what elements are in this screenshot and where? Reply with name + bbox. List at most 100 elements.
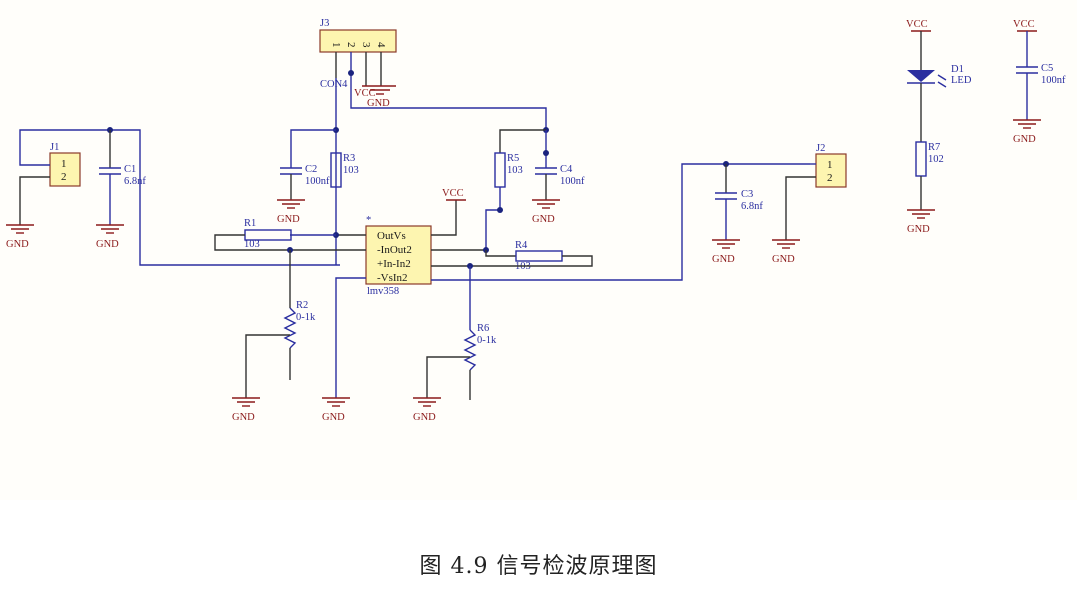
- r3-ref: R3: [343, 153, 355, 164]
- gnd-label: GND: [532, 214, 555, 225]
- ground-icon: GND: [532, 199, 560, 225]
- r4-resistor: R4 103: [515, 240, 563, 272]
- r1-value: 103: [244, 239, 260, 250]
- ground-icon: GND: [1013, 119, 1041, 145]
- j2-connector: J2 1 2: [815, 143, 847, 188]
- ground-icon: GND: [322, 397, 350, 423]
- j3-ref: J3: [320, 18, 329, 29]
- r7-resistor: R7 102: [915, 141, 944, 177]
- gnd-label: GND: [277, 214, 300, 225]
- c5-ref: C5: [1041, 63, 1053, 74]
- j3-gnd-label: GND: [367, 98, 390, 109]
- j1-pin2: 2: [61, 171, 67, 183]
- wire-r2-wiper: [245, 334, 290, 398]
- wire-j2-pin2: [785, 176, 816, 240]
- ground-icon: GND: [6, 224, 34, 250]
- c2-capacitor: C2 100nf: [280, 164, 330, 200]
- opamp-value: lmv358: [367, 286, 399, 297]
- j2-body: [815, 153, 847, 188]
- wire-opamp-vcc: [431, 200, 457, 236]
- junction: [543, 150, 549, 156]
- ground-icon: GND: [907, 209, 935, 235]
- ground-icon: GND: [277, 199, 305, 225]
- opamp-marker: *: [366, 215, 371, 226]
- c1-ref: C1: [124, 164, 136, 175]
- c4-ref: C4: [560, 164, 573, 175]
- wire-opamp-gnd: [335, 277, 366, 398]
- c5-capacitor: C5 100nf: [1016, 31, 1066, 120]
- r6-value: 0-1k: [477, 335, 497, 346]
- r5-ref: R5: [507, 153, 519, 164]
- c2-ref: C2: [305, 164, 317, 175]
- figure-caption: 图 4.9 信号检波原理图: [419, 554, 658, 579]
- opamp-lmv358: * OutVs -InOut2 +In-In2 -VsIn2 lmv358: [365, 215, 432, 297]
- opamp-body: [365, 225, 432, 285]
- j3-pin4: 4: [375, 42, 387, 48]
- gnd-label: GND: [232, 412, 255, 423]
- c5-vcc-label: VCC: [1013, 19, 1035, 30]
- gnd-label: GND: [772, 254, 795, 265]
- wire-j1-pin1: [19, 129, 340, 266]
- j1-connector: J1 1 2: [49, 142, 81, 187]
- j3-body: [319, 29, 397, 53]
- r5-value: 103: [507, 165, 523, 176]
- ground-icon: GND: [712, 239, 740, 265]
- wire-r6-wiper: [426, 356, 470, 398]
- r2-potentiometer: R2 0-1k: [283, 300, 316, 349]
- led-triangle-icon: [907, 70, 935, 82]
- j1-body: [49, 152, 81, 187]
- gnd-label: GND: [712, 254, 735, 265]
- ground-symbols: GND GND GND GND GND GND GND GND GND GND GND: [6, 119, 1041, 423]
- r1-ref: R1: [244, 218, 256, 229]
- gnd-label: GND: [322, 412, 345, 423]
- c4-value: 100nf: [560, 176, 585, 187]
- r6-ref: R6: [477, 323, 489, 334]
- c4-capacitor: C4 100nf: [535, 164, 585, 200]
- wire-j3-pin2: [350, 52, 547, 130]
- gnd-label: GND: [907, 224, 930, 235]
- d1-ref: D1: [951, 64, 964, 75]
- c2-value: 100nf: [305, 176, 330, 187]
- led-vcc-label: VCC: [906, 19, 928, 30]
- gnd-label: GND: [1013, 134, 1036, 145]
- schematic-svg: J1 1 2 C1 6.8nf J3 1 2 3 4 CON4 VCC GND: [6, 18, 1066, 423]
- j2-pin1: 1: [827, 159, 833, 171]
- r7-ref: R7: [928, 142, 940, 153]
- r4-ref: R4: [515, 240, 528, 251]
- c1-capacitor: C1 6.8nf: [99, 130, 146, 225]
- j3-pin1: 1: [330, 42, 342, 48]
- c3-ref: C3: [741, 189, 753, 200]
- wire-r4-feedback: [431, 255, 593, 267]
- ground-icon: GND: [413, 397, 441, 423]
- gnd-label: GND: [413, 412, 436, 423]
- schematic: J1 1 2 C1 6.8nf J3 1 2 3 4 CON4 VCC GND: [6, 18, 1066, 423]
- wire-j1-pin2: [19, 176, 50, 225]
- r7-value: 102: [928, 154, 944, 165]
- ground-icon: GND: [232, 397, 260, 423]
- r3-resistor: R3 103: [330, 152, 359, 188]
- junction: [348, 70, 354, 76]
- gnd-label: GND: [6, 239, 29, 250]
- opamp-pin3: +In-In2: [377, 258, 411, 270]
- j3-pin2: 2: [345, 42, 357, 48]
- ground-icon: GND: [96, 224, 124, 250]
- j3-value: CON4: [320, 79, 348, 90]
- c1-value: 6.8nf: [124, 176, 146, 187]
- wire-r5-bottom: [485, 187, 501, 250]
- r2-ref: R2: [296, 300, 308, 311]
- wire-r4-left: [485, 250, 516, 257]
- opamp-pin2: -InOut2: [377, 244, 412, 256]
- c3-value: 6.8nf: [741, 201, 763, 212]
- r6-potentiometer: R6 0-1k: [463, 323, 497, 371]
- wire-in2-to-j2: [431, 163, 810, 281]
- d1-led: D1 LED: [907, 64, 972, 88]
- ground-icon: GND: [772, 239, 800, 265]
- opamp-vcc-label: VCC: [442, 188, 464, 199]
- j1-ref: J1: [50, 142, 59, 153]
- opamp-pin4: -VsIn2: [377, 272, 408, 284]
- j3-vcc-label: VCC: [354, 88, 376, 99]
- junction: [497, 207, 503, 213]
- r2-value: 0-1k: [296, 312, 316, 323]
- j3-pin3: 3: [360, 42, 372, 48]
